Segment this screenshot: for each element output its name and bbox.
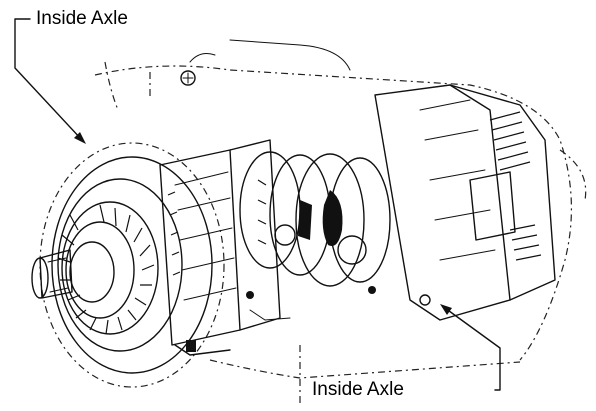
callout-label-bottom: Inside Axle — [312, 379, 404, 400]
callout-label-top: Inside Axle — [36, 8, 128, 29]
callout-bottom-leader — [440, 304, 501, 391]
cooling-fins — [489, 111, 542, 261]
axle-shaft — [31, 249, 73, 299]
hub-spokes — [57, 204, 155, 335]
base-details — [174, 294, 431, 356]
housing-outline — [94, 39, 587, 405]
brake-discs — [239, 151, 391, 299]
clutch-block — [159, 139, 281, 346]
outer-drum — [39, 142, 225, 388]
callout-top-leader — [14, 18, 86, 144]
right-housing — [374, 84, 556, 321]
